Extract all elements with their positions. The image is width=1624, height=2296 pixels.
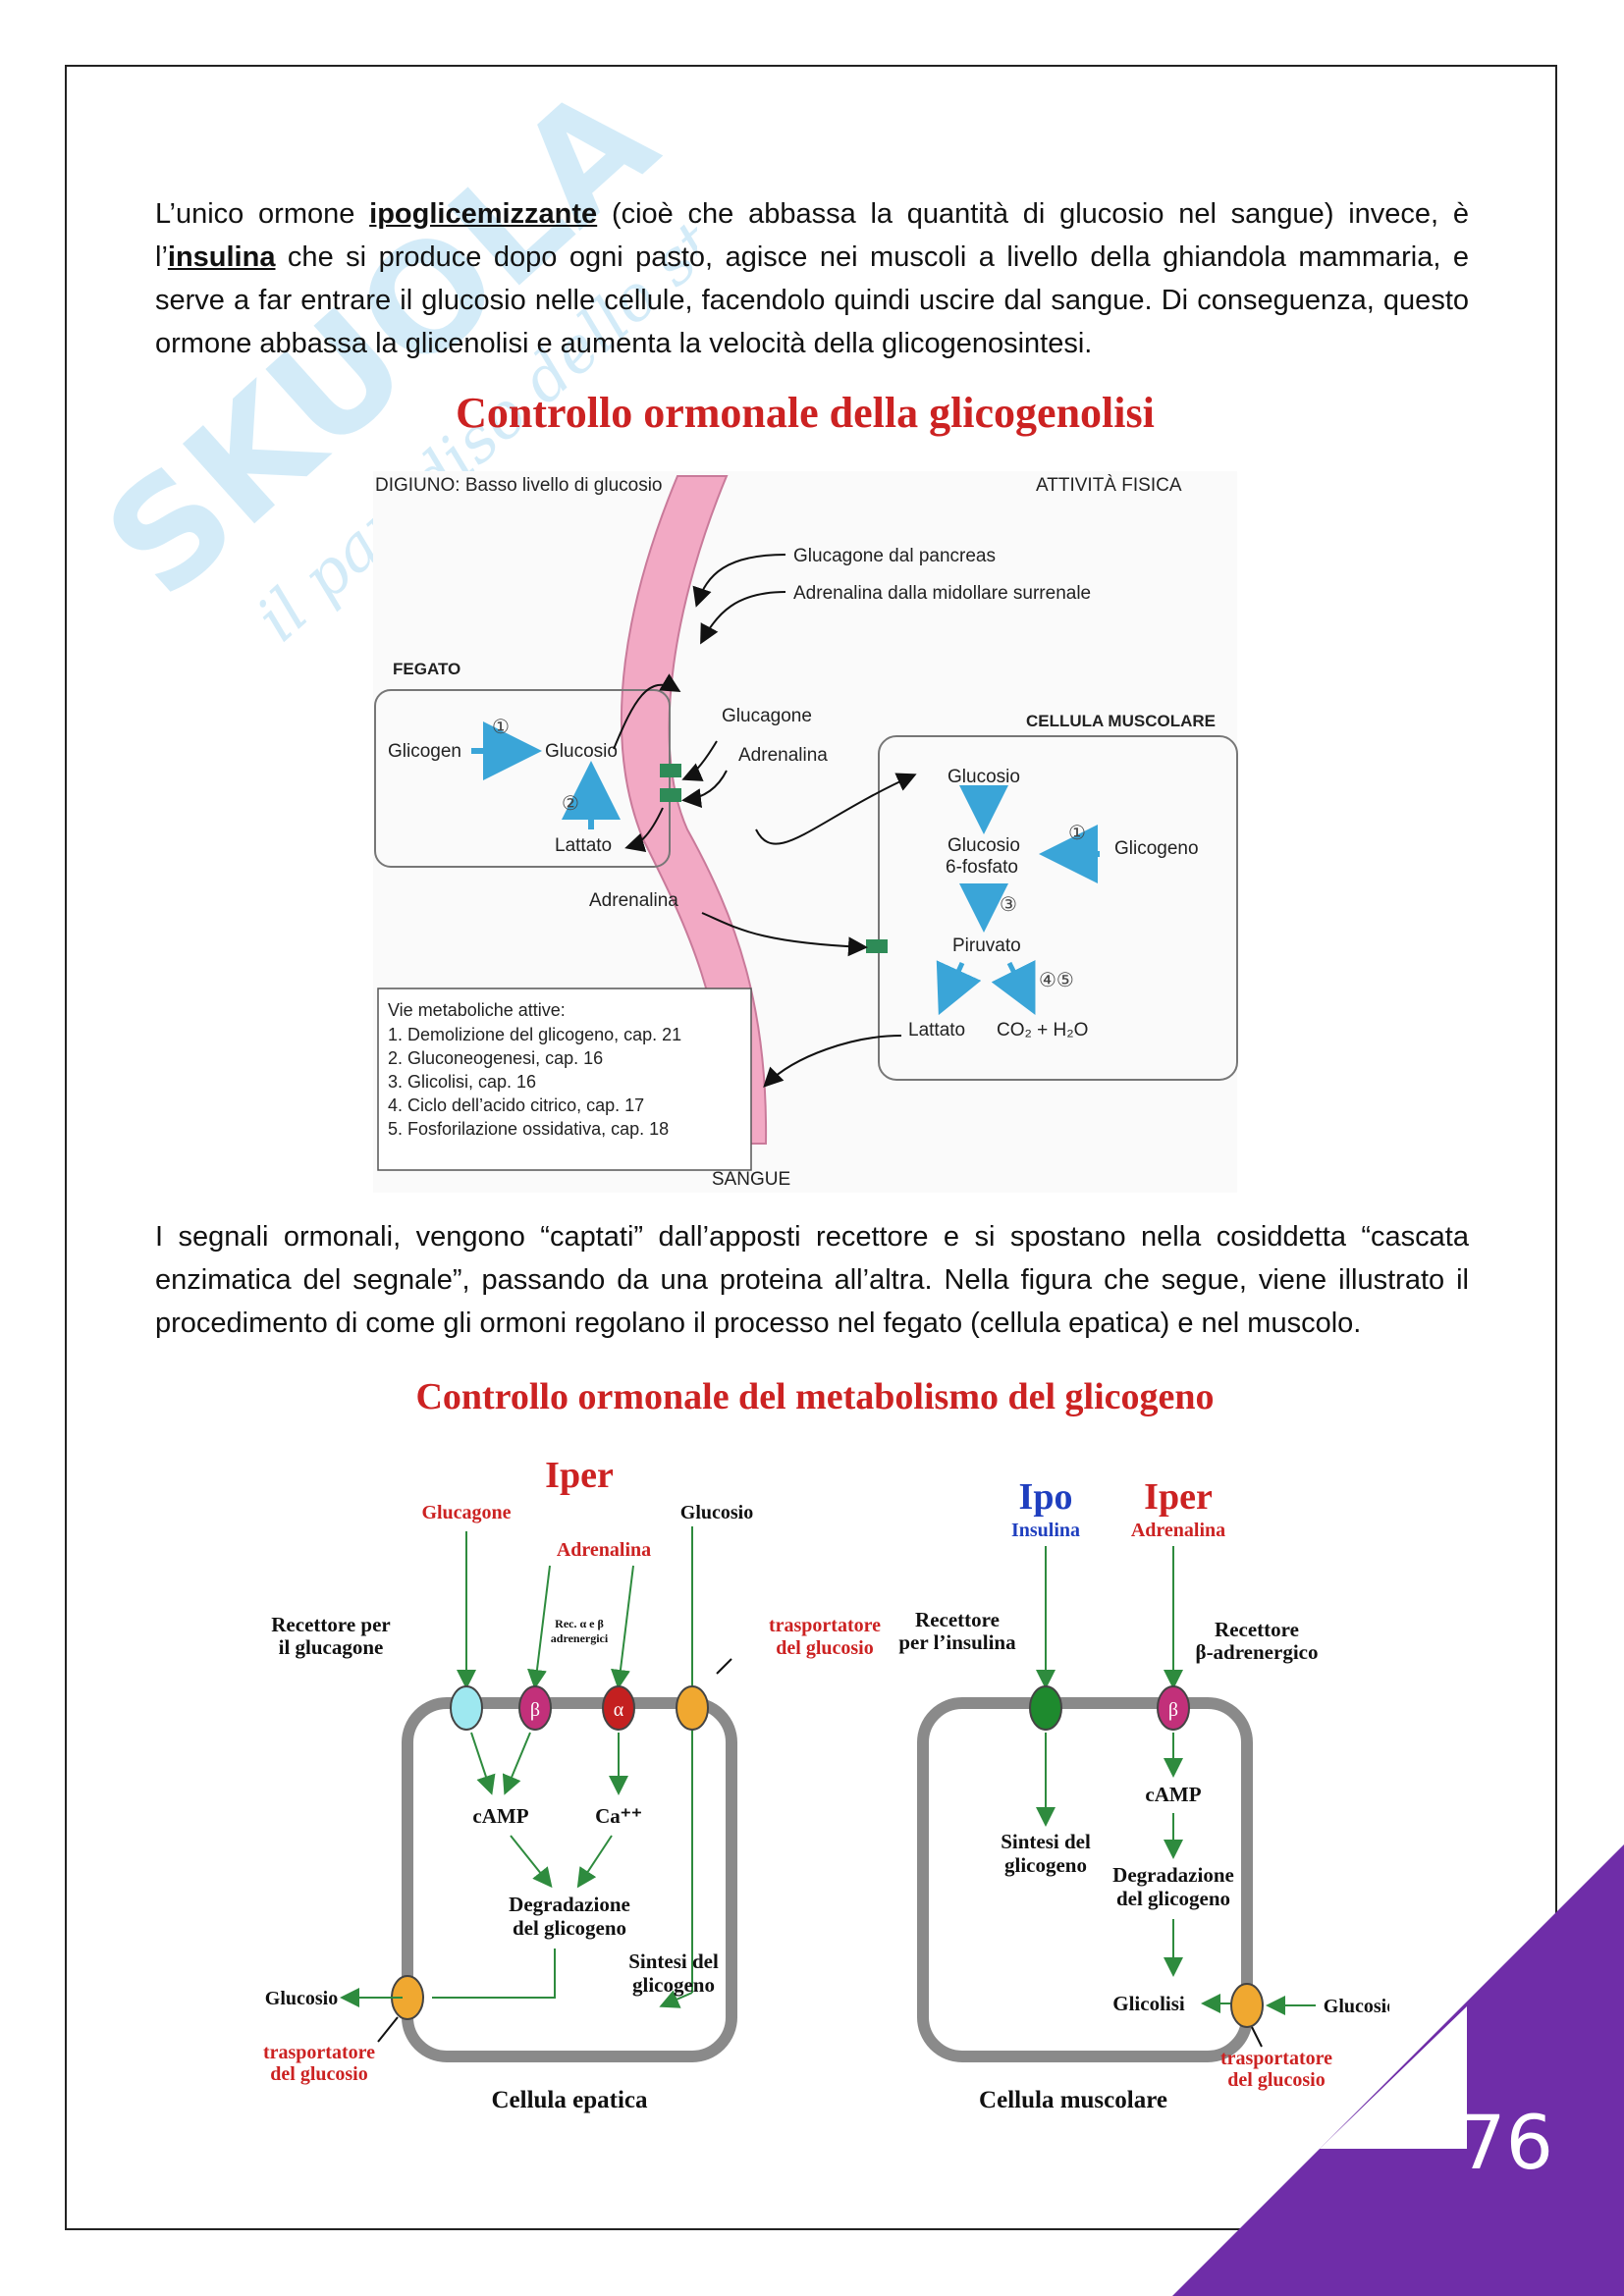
muscle-lactate: Lattato [908, 1020, 965, 1041]
vessel-adrenaline: Adrenalina [738, 745, 828, 766]
blood-label: SANGUE [712, 1169, 790, 1190]
adrenalina-muscle-label: Adrenalina [1131, 1520, 1225, 1541]
muscle-receptor [866, 939, 888, 953]
muscle-cell-label: Cellula muscolare [979, 2087, 1167, 2113]
transporter-muscle-label-1: trasportatore [1220, 2048, 1332, 2069]
keyword-insulina: insulina [167, 241, 276, 273]
glucose-out-liver: Glucosio [265, 1988, 338, 2009]
transporter-liver-label-2: del glucosio [270, 2063, 367, 2085]
muscle-cell-membrane [917, 1697, 1253, 2062]
iper-right: Iper [1144, 1476, 1213, 1518]
legend-item: 3. Glicolisi, cap. 16 [388, 1072, 536, 1092]
synthesis-liver-1: Sintesi del [628, 1949, 719, 1973]
paragraph-insulin: L’unico ormone ipoglicemizzante (cioè ch… [155, 198, 1469, 359]
transporter-liver-label-1: trasportatore [263, 2042, 375, 2063]
camp-liver: cAMP [472, 1804, 528, 1828]
muscle-step45: ④⑤ [1039, 970, 1074, 991]
keyword-ipoglicemizzante: ipoglicemizzante [369, 198, 598, 230]
glucagon-source: Glucagone dal pancreas [793, 546, 996, 566]
beta-receptor-liver [518, 1685, 552, 1731]
legend-item: 4. Ciclo dell’acido citrico, cap. 17 [388, 1095, 644, 1115]
glycolysis-muscle: Glicolisi [1112, 1992, 1185, 2015]
degradation-muscle-2: del glicogeno [1116, 1887, 1230, 1910]
liver-label: FEGATO [393, 660, 460, 678]
glucagone-label: Glucagone [421, 1502, 511, 1523]
transporter-muscle-label-2: del glucosio [1227, 2069, 1325, 2091]
liver-glucose: Glucosio [545, 741, 618, 762]
glucose-in-muscle: Glucosio [1324, 1996, 1389, 2017]
figure1-title: Controllo ormonale della glicogenolisi [456, 389, 1155, 437]
page-number: 76 [1458, 2099, 1553, 2186]
legend-item: 1. Demolizione del glicogeno, cap. 21 [388, 1025, 681, 1044]
glucose-transporter-top [676, 1685, 709, 1731]
beta-receptor-label-1: Recettore [1215, 1618, 1299, 1641]
paragraph-signals: I segnali ormonali, vengono “captati” da… [155, 1221, 1469, 1339]
beta-receptor-muscle [1157, 1685, 1190, 1731]
transporter-top-label-2: del glucosio [776, 1637, 873, 1659]
figure-glycogen-metabolism-control: Controllo ormonale del metabolismo del g… [263, 1376, 1389, 2113]
ipo-label: Ipo [1019, 1476, 1073, 1518]
page-corner-decoration [1172, 1844, 1624, 2296]
liver-box [374, 689, 671, 868]
adrenergic-receptor-label-2: adrenergici [551, 1631, 609, 1645]
muscle-g6p-line1: Glucosio [947, 835, 1020, 856]
liver-step1: ① [492, 717, 510, 738]
muscle-glucose: Glucosio [947, 767, 1020, 787]
insulin-receptor-label-2: per l’insulina [898, 1630, 1016, 1654]
beta-receptor-label-2: β-adrenergico [1196, 1640, 1319, 1664]
liver-step2: ② [562, 793, 579, 815]
liver-cell-label: Cellula epatica [491, 2087, 648, 2113]
muscle-step3: ③ [1000, 894, 1017, 916]
muscle-glycogen: Glicogeno [1114, 838, 1199, 859]
alpha-symbol-liver: α [614, 1699, 624, 1721]
degradation-liver-1: Degradazione [509, 1893, 630, 1916]
muscle-label: CELLULA MUSCOLARE [1026, 712, 1216, 730]
transporter-top-label-1: trasportatore [769, 1615, 881, 1636]
calcium-liver: Ca⁺⁺ [595, 1804, 642, 1828]
legend-box [377, 988, 752, 1171]
liver-lactate: Lattato [555, 835, 612, 856]
muscle-box [878, 735, 1238, 1081]
adrenergic-receptor-label-1: Rec. α e β [555, 1617, 604, 1630]
legend-title: Vie metaboliche attive: [388, 1000, 566, 1020]
vessel-adrenaline-2: Adrenalina [589, 890, 678, 911]
glucosio-top-label: Glucosio [680, 1502, 753, 1523]
insulin-receptor [1029, 1685, 1062, 1731]
glucagon-receptor-label-1: Recettore per [271, 1613, 390, 1636]
beta-symbol-muscle: β [1168, 1699, 1178, 1721]
adrenaline-source: Adrenalina dalla midollare surrenale [793, 583, 1091, 604]
liver-glycogen: Glicogen [388, 741, 461, 762]
beta-symbol-liver: β [530, 1699, 540, 1721]
figure2-title: Controllo ormonale del metabolismo del g… [415, 1376, 1214, 1417]
insulin-receptor-label-1: Recettore [915, 1608, 1000, 1631]
alpha-receptor-liver [602, 1685, 635, 1731]
muscle-g6p-line2: 6-fosfato [946, 857, 1018, 878]
synthesis-muscle-2: glicogeno [1004, 1853, 1087, 1877]
synthesis-muscle-1: Sintesi del [1001, 1830, 1091, 1853]
legend-item: 5. Fosforilazione ossidativa, cap. 18 [388, 1119, 669, 1139]
exercise-label: ATTIVITÀ FISICA [1036, 475, 1182, 496]
liver-receptor-1 [660, 764, 681, 777]
legend-item: 2. Gluconeogenesi, cap. 16 [388, 1048, 603, 1068]
vessel-glucagon: Glucagone [722, 706, 812, 726]
insulina-label: Insulina [1011, 1520, 1080, 1541]
glucagon-receptor [450, 1685, 483, 1731]
glucose-transporter-muscle [1230, 1983, 1264, 2028]
muscle-co2: CO₂ + H₂O [997, 1020, 1088, 1041]
figure-glycogenolysis-control: Controllo ormonale della glicogenolisi D… [373, 389, 1238, 1193]
adrenalina-label: Adrenalina [557, 1539, 651, 1561]
glucagon-receptor-label-2: il glucagone [279, 1635, 384, 1659]
liver-cell-membrane [402, 1697, 737, 2062]
muscle-step1: ① [1068, 823, 1086, 844]
page-border [65, 65, 1557, 2230]
synthesis-liver-2: glicogeno [632, 1973, 715, 1997]
degradation-liver-2: del glicogeno [513, 1916, 626, 1940]
muscle-pyruvate: Piruvato [952, 935, 1021, 956]
liver-receptor-2 [660, 788, 681, 802]
degradation-muscle-1: Degradazione [1112, 1863, 1234, 1887]
fasting-label: DIGIUNO: Basso livello di glucosio [375, 475, 663, 496]
iper-left: Iper [545, 1455, 614, 1496]
camp-muscle: cAMP [1145, 1783, 1201, 1806]
